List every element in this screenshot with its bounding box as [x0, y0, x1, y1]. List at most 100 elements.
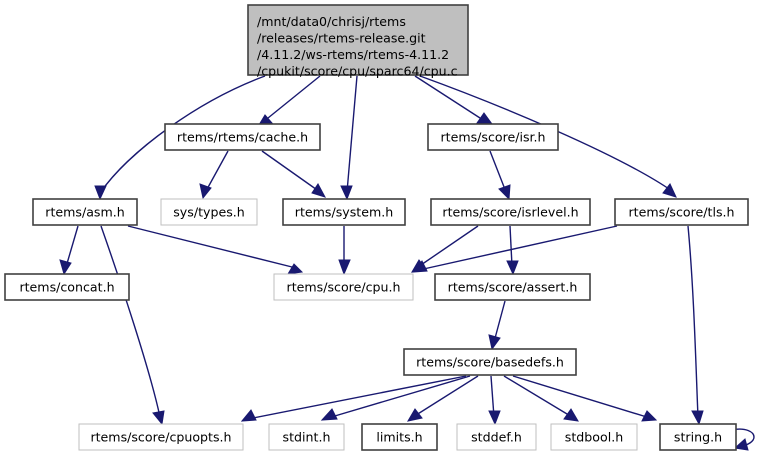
- node-basedefs[interactable]: rtems/score/basedefs.h: [403, 348, 577, 376]
- edge-line: [412, 375, 479, 418]
- edge-cache-to-system: [261, 150, 327, 198]
- arrowhead-icon: [287, 263, 304, 275]
- node-system[interactable]: rtems/system.h: [282, 198, 406, 226]
- node-systypes[interactable]: sys/types.h: [160, 198, 258, 226]
- arrowhead-icon: [340, 185, 353, 201]
- arrowhead-icon: [152, 410, 165, 426]
- node-label: rtems/rtems/cache.h: [177, 130, 308, 145]
- node-cpu[interactable]: rtems/score/cpu.h: [273, 273, 414, 301]
- edge-tls-to-string: [687, 225, 704, 426]
- node-label: rtems/asm.h: [45, 205, 124, 220]
- node-label: limits.h: [376, 430, 422, 445]
- node-label: stdbool.h: [565, 430, 623, 445]
- arrowhead-icon: [641, 410, 658, 422]
- edge-line: [346, 75, 358, 193]
- node-box: [4, 273, 130, 301]
- node-cpuopts[interactable]: rtems/score/cpuopts.h: [78, 423, 244, 451]
- arrowhead-icon: [488, 410, 501, 426]
- edge-line: [267, 75, 321, 119]
- node-concat[interactable]: rtems/concat.h: [4, 273, 130, 301]
- arrowhead-icon: [691, 410, 704, 426]
- node-label: stddef.h: [471, 430, 522, 445]
- nodes-layer: /mnt/data0/chrisj/rtems/releases/rtems-r…: [4, 4, 749, 451]
- edge-line: [687, 225, 699, 418]
- edge-basedefs-to-cpuopts: [240, 375, 467, 422]
- node-label: string.h: [674, 430, 722, 445]
- edge-line: [205, 150, 229, 192]
- node-isrlevel[interactable]: rtems/score/isrlevel.h: [430, 198, 591, 226]
- edge-asm-to-cpuopts: [100, 225, 165, 426]
- node-box: [164, 123, 321, 151]
- edge-tls-to-cpu: [411, 225, 618, 273]
- arrowhead-icon: [240, 409, 257, 422]
- node-label-line: /mnt/data0/chrisj/rtems: [257, 14, 406, 29]
- node-label-line: /cpukit/score/cpu/sparc64/cpu.c: [257, 63, 458, 78]
- node-label: /mnt/data0/chrisj/rtems/releases/rtems-r…: [257, 14, 458, 79]
- edge-asm-to-cpu: [127, 225, 304, 275]
- node-box: [268, 423, 345, 451]
- node-tls[interactable]: rtems/score/tls.h: [614, 198, 749, 226]
- edge-line: [247, 375, 467, 420]
- node-label: rtems/score/tls.h: [628, 205, 734, 220]
- node-label: rtems/system.h: [295, 205, 393, 220]
- node-stdint[interactable]: stdint.h: [268, 423, 345, 451]
- node-label: rtems/concat.h: [19, 280, 114, 295]
- edge-line: [512, 375, 651, 419]
- node-box: [614, 198, 749, 226]
- edge-line: [417, 225, 479, 268]
- node-label: rtems/score/cpuopts.h: [90, 430, 231, 445]
- node-label: rtems/score/cpu.h: [287, 280, 401, 295]
- node-stdbool[interactable]: stdbool.h: [550, 423, 638, 451]
- edge-root-to-system: [340, 75, 358, 201]
- edge-cache-to-systypes: [199, 150, 229, 200]
- edge-root-to-cache: [258, 75, 321, 126]
- edge-string-to-string: [730, 428, 755, 451]
- node-box: [32, 198, 138, 226]
- arrowhead-icon: [94, 185, 107, 201]
- node-box: [273, 273, 414, 301]
- node-cache[interactable]: rtems/rtems/cache.h: [164, 123, 321, 151]
- node-label: stdint.h: [283, 430, 331, 445]
- edge-isrlevel-to-assert: [506, 225, 519, 276]
- edge-line: [261, 150, 321, 193]
- edge-line: [490, 375, 495, 418]
- edge-basedefs-to-string: [512, 375, 658, 422]
- edge-root-to-isr: [414, 75, 494, 125]
- node-asm[interactable]: rtems/asm.h: [32, 198, 138, 226]
- edge-line: [418, 225, 618, 271]
- edge-assert-to-basedefs: [488, 300, 506, 351]
- node-isr[interactable]: rtems/score/isr.h: [427, 123, 559, 151]
- node-assert[interactable]: rtems/score/assert.h: [434, 273, 591, 301]
- node-label-line: /4.11.2/ws-rtems/rtems-4.11.2: [257, 47, 449, 62]
- edge-isr-to-isrlevel: [489, 150, 511, 201]
- node-box: [434, 273, 591, 301]
- node-box: [282, 198, 406, 226]
- node-label: sys/types.h: [173, 205, 245, 220]
- arrowhead-icon: [662, 183, 677, 198]
- node-box: [550, 423, 638, 451]
- node-stddef[interactable]: stddef.h: [456, 423, 537, 451]
- arrowhead-icon: [199, 183, 212, 200]
- arrowhead-icon: [411, 260, 428, 273]
- node-label: rtems/score/isr.h: [440, 130, 545, 145]
- node-box: [659, 423, 737, 451]
- node-root[interactable]: /mnt/data0/chrisj/rtems/releases/rtems-r…: [247, 4, 469, 79]
- edge-line: [65, 225, 79, 268]
- node-box: [456, 423, 537, 451]
- edge-basedefs-to-stdint: [320, 375, 471, 421]
- arrowhead-icon: [563, 408, 579, 422]
- node-label: rtems/score/basedefs.h: [416, 355, 564, 370]
- edge-basedefs-to-limits: [406, 375, 479, 422]
- node-box: [247, 4, 469, 76]
- edge-line: [414, 75, 481, 119]
- arrowhead-icon: [406, 408, 423, 422]
- arrowhead-icon: [476, 112, 494, 125]
- node-box: [403, 348, 577, 376]
- node-string[interactable]: string.h: [659, 423, 737, 451]
- arrowhead-icon: [338, 259, 351, 276]
- node-box: [78, 423, 244, 451]
- node-limits[interactable]: limits.h: [361, 423, 438, 451]
- edges-layer: [59, 75, 755, 451]
- arrowhead-icon: [311, 183, 327, 198]
